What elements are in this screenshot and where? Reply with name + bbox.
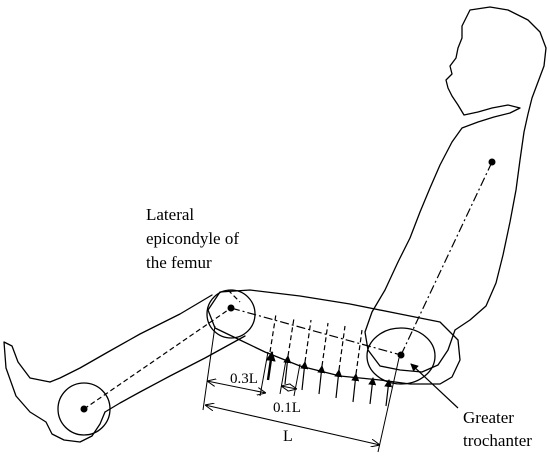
shank-axis-line [83, 307, 232, 410]
trochanter-pointer-arrow [410, 363, 459, 409]
dim-line-03L [207, 381, 266, 393]
head-torso-outline [364, 6, 547, 373]
label-epicondyle: epicondyle of [146, 229, 239, 248]
load-arrow-5 [334, 369, 343, 399]
thigh-axis-line [230, 307, 402, 356]
label-femur: the femur [146, 253, 212, 272]
load-arrow-4 [317, 365, 326, 395]
knee-point [227, 304, 235, 312]
dim-line-L [205, 405, 380, 445]
label-dim-L: L [283, 428, 293, 445]
load-arrow-8 [384, 379, 393, 407]
load-arrow-6 [351, 373, 360, 403]
load-distribution [265, 313, 393, 407]
thigh-outline [207, 289, 461, 385]
dim-ext-01L-a [279, 359, 287, 395]
dim-ext-hip [377, 357, 400, 453]
knee-joint-circle [206, 289, 256, 339]
trunk-axis-line [400, 161, 493, 356]
dim-line-01L [281, 386, 297, 389]
hip-point [397, 351, 405, 359]
shank-outline [49, 294, 246, 413]
label-greater: Greater [463, 408, 514, 427]
label-dim-01L: 0.1L [273, 400, 301, 416]
dim-ext-03L [259, 351, 269, 397]
load-arrow-1 [265, 351, 276, 381]
load-arrow-3 [300, 361, 309, 391]
dim-ext-01L-b [293, 363, 301, 397]
ankle-point [80, 405, 88, 413]
label-dim-03L: 0.3L [230, 371, 258, 387]
epicondyle-pointer-line [227, 289, 241, 303]
hip-joint-circle [366, 327, 436, 385]
label-trochanter: trochanter [463, 431, 532, 450]
shoulder-point [488, 158, 496, 166]
load-arrow-7 [368, 377, 377, 405]
foot-outline [3, 341, 106, 443]
load-arrow-2 [283, 355, 292, 385]
dim-ext-knee [202, 325, 216, 411]
label-lateral: Lateral [146, 205, 194, 224]
ankle-joint-circle [57, 382, 111, 436]
